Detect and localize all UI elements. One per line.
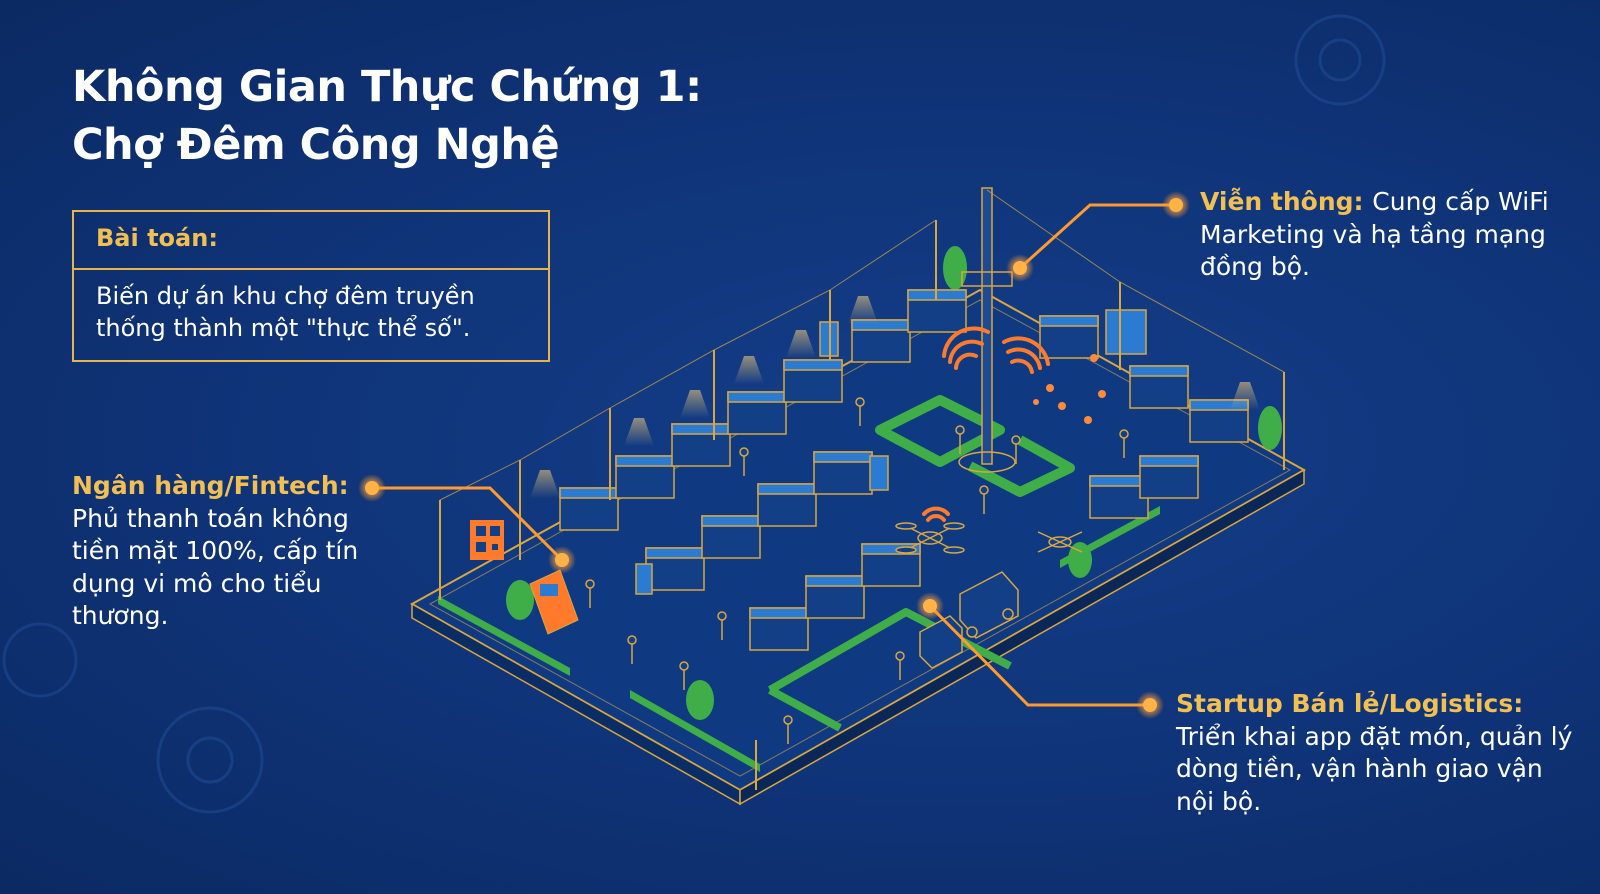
market-platform [409, 288, 1307, 806]
green-walkway [768, 395, 1075, 732]
callout-bank-body: Phủ thanh toán không tiền mặt 100%, cấp … [72, 503, 359, 631]
callout-dots [358, 191, 1190, 719]
callout-bank-heading: Ngân hàng/Fintech: [72, 471, 349, 500]
drone-icon [895, 522, 1083, 554]
problem-heading: Bài toán: [74, 212, 548, 270]
network-nodes [1033, 354, 1106, 424]
stall-row-2 [645, 451, 873, 591]
page-title: Không Gian Thực Chứng 1: Chợ Đêm Công Ng… [72, 58, 702, 174]
callout-telecom: Viễn thông: Cung cấp WiFi Marketing và h… [1200, 186, 1580, 284]
background-gear-icon [2, 14, 1386, 814]
person-icon [585, 397, 1129, 744]
atm-kiosk-icon [529, 569, 579, 635]
callout-retail: Startup Bán lẻ/Logistics: Triển khai app… [1176, 688, 1576, 818]
market-stalls [559, 289, 1249, 651]
wifi-signal-icon [922, 326, 1050, 522]
light-pole-icon [439, 189, 1285, 790]
stall-row-1 [559, 289, 967, 531]
callout-bank: Ngân hàng/Fintech: Phủ thanh toán không … [72, 470, 382, 633]
title-line-1: Không Gian Thực Chứng 1: [72, 62, 702, 112]
callout-retail-heading: Startup Bán lẻ/Logistics: [1176, 689, 1524, 718]
callout-retail-body: Triển khai app đặt món, quản lý dòng tiề… [1176, 721, 1573, 816]
stall-row-3 [749, 543, 921, 651]
lamp-glow [530, 296, 1260, 498]
qr-code-icon [470, 520, 504, 560]
callout-telecom-body: Cung cấp WiFi Marketing và hạ tầng mạng … [1200, 187, 1549, 281]
callout-telecom-heading: Viễn thông: [1200, 187, 1373, 216]
digital-signboards [635, 309, 1147, 595]
stall-row-right [1039, 315, 1249, 519]
hedge-row [438, 246, 1282, 772]
callout-leader-lines [372, 203, 1176, 707]
title-line-2: Chợ Đêm Công Nghệ [72, 120, 560, 170]
